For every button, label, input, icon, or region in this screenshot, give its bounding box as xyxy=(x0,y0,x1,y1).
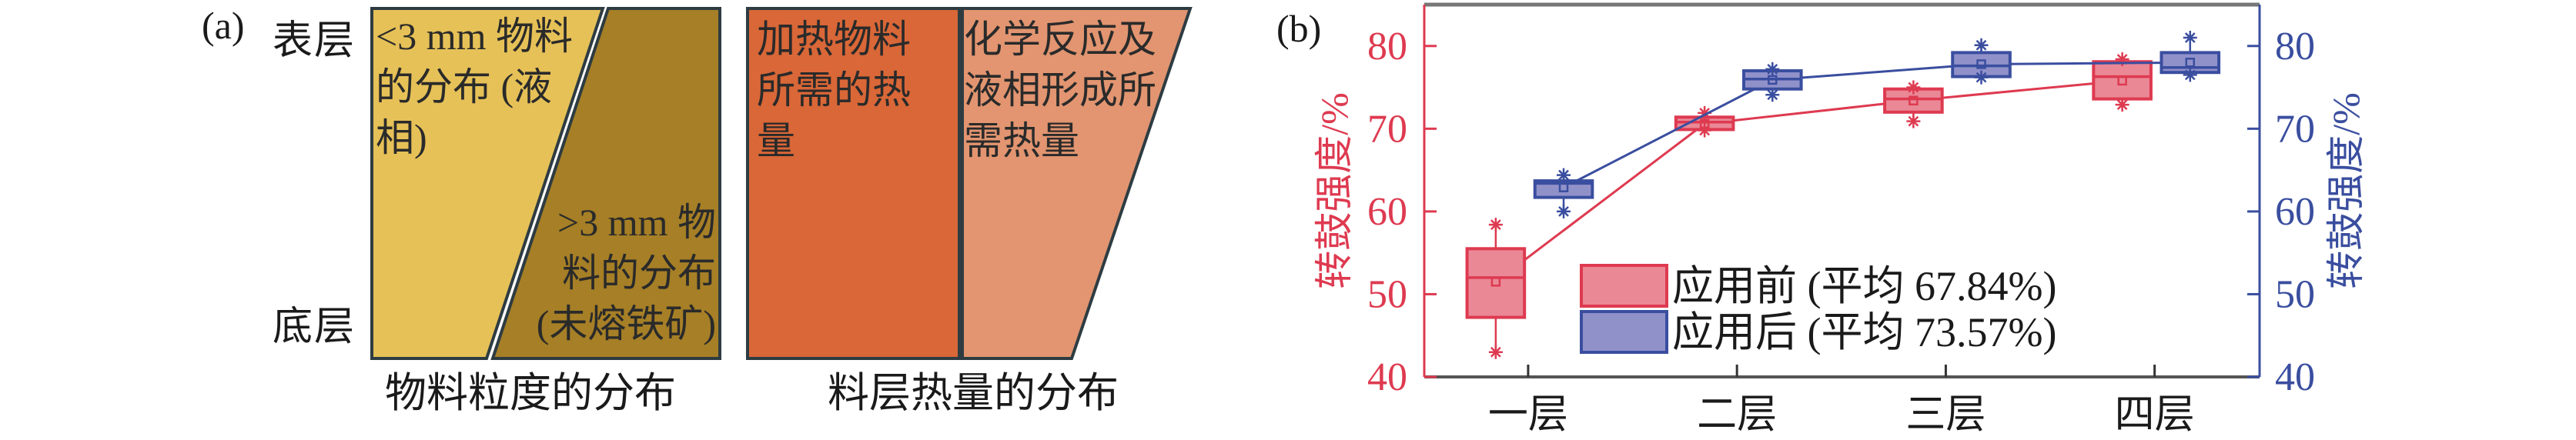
legend-label-before: 应用前 (平均 67.84%) xyxy=(1672,263,2056,309)
outlier-star-marker xyxy=(2183,68,2197,82)
x-tick-label: 三层 xyxy=(1905,393,1986,437)
outlier-star-marker xyxy=(2115,98,2129,112)
mean-marker xyxy=(2117,75,2127,86)
mean-trend-line-after xyxy=(1563,61,2190,189)
mean-marker xyxy=(1558,182,1569,192)
left-y-tick-label: 80 xyxy=(1367,25,1407,68)
outlier-star-marker xyxy=(1557,204,1571,218)
fine-material-text: <3 mm 物料 的分布 (液 相) xyxy=(376,15,573,159)
heating-heat-text: 加热物料 所需的热 量 xyxy=(757,18,911,162)
right-y-axis-title: 转鼓强度/% xyxy=(2324,92,2367,289)
bottom-layer-label: 底层 xyxy=(273,305,356,349)
outlier-star-marker xyxy=(1488,345,1503,359)
outlier-star-marker xyxy=(2115,52,2129,66)
caption-heat-distribution: 料层热量的分布 xyxy=(828,370,1119,416)
legend-label-after: 应用后 (平均 73.57%) xyxy=(1672,309,2056,355)
box xyxy=(1883,87,1944,114)
right-y-tick-label: 50 xyxy=(2275,272,2315,316)
outlier-star-marker xyxy=(1488,218,1503,232)
panel-a-diagram xyxy=(370,7,1193,360)
reaction-heat-region xyxy=(961,7,1193,360)
mean-marker xyxy=(1490,277,1501,287)
right-y-tick-label: 60 xyxy=(2275,190,2315,234)
panel-b-label: (b) xyxy=(1276,7,1322,50)
reaction-heat-text: 化学反应及 液相形成所 需热量 xyxy=(964,18,1156,162)
legend-swatch-before xyxy=(1580,264,1668,308)
mean-trend-line-before xyxy=(1494,79,2123,283)
coarse-material-region xyxy=(490,7,721,360)
left-y-tick-label: 60 xyxy=(1367,190,1407,234)
caption-particle-distribution: 物料粒度的分布 xyxy=(385,370,676,416)
right-y-tick-label: 40 xyxy=(2275,355,2315,399)
outlier-star-marker xyxy=(1698,123,1712,138)
outlier-star-marker xyxy=(1557,168,1571,182)
panel-a-label: (a) xyxy=(202,4,245,47)
mean-marker xyxy=(1909,95,1919,106)
top-layer-label: 表层 xyxy=(273,19,356,63)
box xyxy=(2092,60,2153,101)
outlier-star-marker xyxy=(1974,70,1989,85)
legend-swatch-after xyxy=(1580,310,1668,354)
outlier-star-marker xyxy=(1906,80,1921,95)
x-tick-label: 一层 xyxy=(1488,393,1568,437)
left-y-tick-label: 40 xyxy=(1367,355,1407,399)
outlier-star-marker xyxy=(2183,31,2197,45)
right-y-tick-label: 80 xyxy=(2275,25,2315,68)
left-y-axis-title: 转鼓强度/% xyxy=(1313,92,1356,289)
coarse-material-text: >3 mm 物 料的分布 (未熔铁矿) xyxy=(536,201,716,345)
left-y-tick-label: 50 xyxy=(1367,272,1407,316)
mean-marker xyxy=(1976,59,1986,69)
mean-marker xyxy=(2185,58,2196,68)
right-y-tick-label: 70 xyxy=(2275,107,2315,151)
box xyxy=(1465,247,1527,319)
outlier-star-marker xyxy=(1974,38,1989,52)
x-tick-label: 四层 xyxy=(2115,393,2195,437)
heating-heat-region xyxy=(746,7,961,360)
outlier-star-marker xyxy=(1906,114,1921,128)
fine-material-region xyxy=(370,7,605,360)
x-tick-label: 二层 xyxy=(1697,393,1777,437)
box-plot-chart: 40 40 50 50 60 60 70 70 80 80 一层 二层 三层 四层 转鼓强度/% 转鼓强度/%… xyxy=(1313,2,2367,437)
outlier-star-marker xyxy=(1765,62,1780,76)
outlier-star-marker xyxy=(1698,105,1712,120)
outlier-star-marker xyxy=(1765,88,1780,102)
left-y-tick-label: 70 xyxy=(1367,107,1407,151)
